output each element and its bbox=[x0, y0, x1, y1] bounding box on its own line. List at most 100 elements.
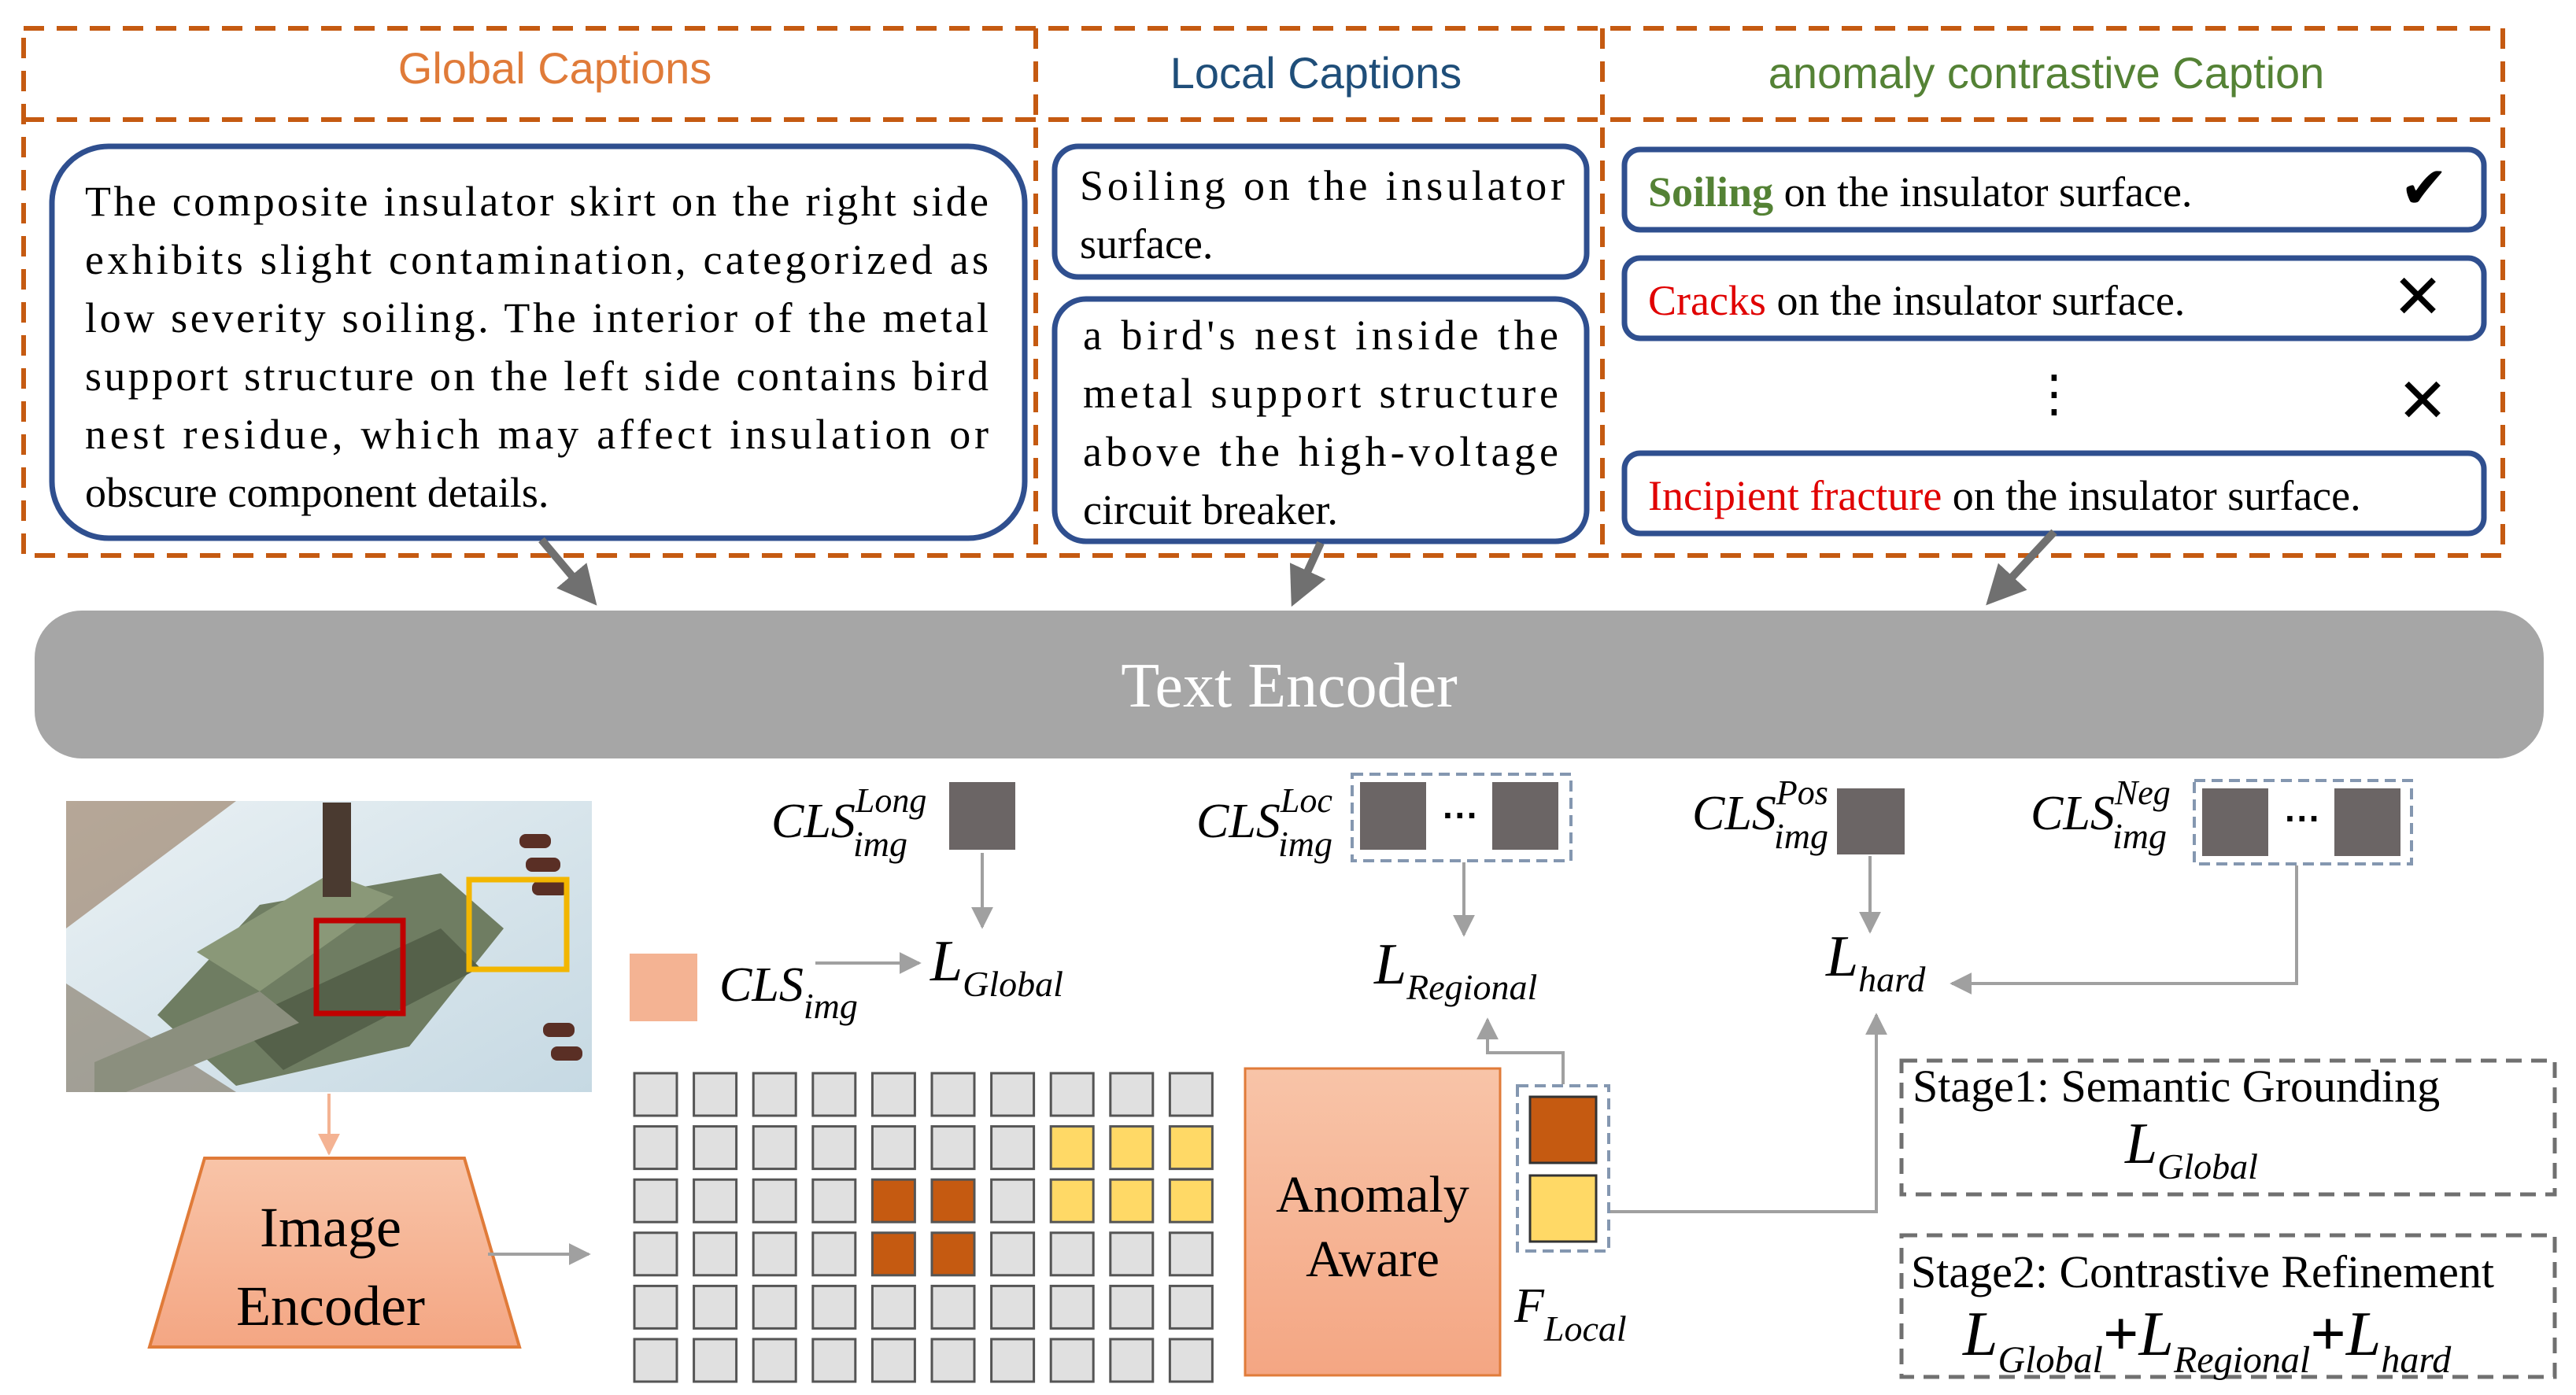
patch-token bbox=[1168, 1284, 1214, 1330]
f-text: F bbox=[1513, 1279, 1545, 1333]
patch-token-anomaly-rust bbox=[870, 1178, 916, 1223]
cls-neg-token bbox=[2334, 788, 2400, 856]
patch-token-anomaly-yellow bbox=[1168, 1125, 1214, 1171]
input-image bbox=[66, 801, 592, 1092]
f-local-token-yellow bbox=[1528, 1174, 1598, 1243]
l-text: L bbox=[1825, 924, 1858, 989]
patch-token bbox=[1109, 1338, 1155, 1383]
anomaly-caption-rest: on the insulator surface. bbox=[1942, 472, 2360, 519]
arrow-local-to-encoder bbox=[1289, 541, 1326, 607]
local-caption-line: metal support structure bbox=[1083, 370, 1558, 417]
anomaly-keyword-fracture: Incipient fracture bbox=[1648, 472, 1942, 519]
global-captions-header: Global Captions bbox=[398, 43, 711, 93]
patch-token bbox=[811, 1338, 857, 1383]
regional-subscript: Regional bbox=[1406, 967, 1537, 1007]
cls-loc-token-group bbox=[1351, 773, 1573, 862]
long-superscript: Long bbox=[855, 781, 926, 820]
token-ellipsis: ··· bbox=[1443, 795, 1479, 836]
l-text: L bbox=[2138, 1300, 2174, 1369]
cls-img-label: CLSimg bbox=[719, 958, 858, 1026]
patch-token bbox=[633, 1178, 678, 1223]
f-local-token-group bbox=[1516, 1084, 1610, 1253]
patch-token-anomaly-yellow bbox=[1109, 1125, 1155, 1171]
anomaly-caption-rest: on the insulator surface. bbox=[1766, 277, 2185, 324]
global-caption-line: exhibits slight contamination, categoriz… bbox=[85, 236, 989, 283]
img-subscript: img bbox=[853, 824, 907, 864]
loc-superscript: Loc bbox=[1280, 781, 1332, 820]
l-global-label: LGlobal bbox=[930, 929, 1063, 1004]
patch-token bbox=[930, 1072, 976, 1117]
anomaly-caption-positive: Soiling on the insulator surface. bbox=[1648, 168, 2192, 216]
img-subscript: img bbox=[1774, 816, 1828, 856]
stage2-label: Stage2: Contrastive Refinement bbox=[1911, 1246, 2494, 1297]
anomaly-caption-negative: Incipient fracture on the insulator surf… bbox=[1648, 472, 2361, 519]
patch-token bbox=[811, 1072, 857, 1117]
patch-token bbox=[811, 1231, 857, 1277]
patch-token bbox=[990, 1284, 1036, 1330]
patch-token bbox=[1109, 1072, 1155, 1117]
patch-token bbox=[870, 1125, 916, 1171]
check-icon: ✔ bbox=[2400, 155, 2448, 220]
regional-subscript: Regional bbox=[2173, 1339, 2310, 1381]
local-caption-line: surface. bbox=[1080, 220, 1213, 268]
cls-loc-token bbox=[1360, 782, 1426, 850]
patch-token bbox=[990, 1178, 1036, 1223]
local-captions-header: Local Captions bbox=[1170, 48, 1462, 98]
anomaly-caption-negative: Cracks on the insulator surface. bbox=[1648, 277, 2185, 324]
patch-token bbox=[1049, 1284, 1095, 1330]
patch-token bbox=[811, 1178, 857, 1223]
img-subscript: img bbox=[804, 986, 858, 1026]
patch-token bbox=[870, 1338, 916, 1383]
arrow-neg-to-lhard bbox=[1950, 865, 2298, 995]
patch-token bbox=[1168, 1338, 1214, 1383]
patch-token bbox=[990, 1338, 1036, 1383]
patch-token-anomaly-yellow bbox=[1049, 1178, 1095, 1223]
global-caption-line: low severity soiling. The interior of th… bbox=[85, 294, 989, 341]
hard-subscript: hard bbox=[2381, 1339, 2452, 1381]
image-encoder-label: Image bbox=[260, 1196, 401, 1259]
text-encoder-bar bbox=[35, 611, 2544, 758]
cls-text: CLS bbox=[719, 958, 804, 1012]
anomaly-caption-box-positive bbox=[1621, 146, 2487, 233]
image-encoder-block bbox=[147, 1157, 522, 1349]
arrow-global-to-encoder bbox=[538, 537, 597, 606]
cls-pos-token bbox=[1837, 788, 1905, 854]
global-caption-line: The composite insulator skirt on the rig… bbox=[85, 178, 989, 225]
token-ellipsis: ··· bbox=[2285, 798, 2321, 839]
local-subscript: Local bbox=[1543, 1308, 1627, 1349]
patch-token bbox=[990, 1072, 1036, 1117]
f-local-token-rust bbox=[1528, 1095, 1598, 1164]
cls-neg-token bbox=[2202, 788, 2268, 856]
cross-icon: ✕ bbox=[2392, 262, 2443, 331]
global-subscript: Global bbox=[2157, 1146, 2258, 1186]
arrow-flocal-to-lregional bbox=[1476, 1017, 1565, 1084]
patch-token bbox=[752, 1284, 797, 1330]
patch-token-anomaly-rust bbox=[870, 1231, 916, 1277]
pos-superscript: Pos bbox=[1776, 773, 1828, 812]
anomaly-aware-label: Anomaly bbox=[1276, 1166, 1469, 1223]
caption-panel bbox=[21, 26, 2505, 558]
patch-token bbox=[930, 1338, 976, 1383]
stage2-loss: LGlobal+LRegional+Lhard bbox=[1962, 1300, 2452, 1381]
arrow-flocal-to-lhard bbox=[1610, 1013, 1887, 1213]
patch-token bbox=[1109, 1231, 1155, 1277]
patch-token bbox=[752, 1072, 797, 1117]
local-caption-box-1 bbox=[1051, 143, 1590, 280]
l-text: L bbox=[1962, 1300, 1998, 1369]
patch-token bbox=[633, 1284, 678, 1330]
patch-token bbox=[990, 1231, 1036, 1277]
patch-token bbox=[930, 1284, 976, 1330]
patch-grid bbox=[633, 1072, 1214, 1383]
patch-token bbox=[633, 1338, 678, 1383]
stage1-box bbox=[1899, 1058, 2557, 1197]
patch-token bbox=[930, 1125, 976, 1171]
patch-token-anomaly-yellow bbox=[1049, 1125, 1095, 1171]
l-text: L bbox=[930, 929, 963, 994]
anomaly-highlight-red bbox=[313, 917, 406, 1017]
cls-text: CLS bbox=[1692, 787, 1776, 840]
patch-token bbox=[870, 1284, 916, 1330]
patch-token bbox=[752, 1231, 797, 1277]
global-caption-line: support structure on the left side conta… bbox=[85, 352, 989, 400]
patch-token bbox=[693, 1338, 738, 1383]
